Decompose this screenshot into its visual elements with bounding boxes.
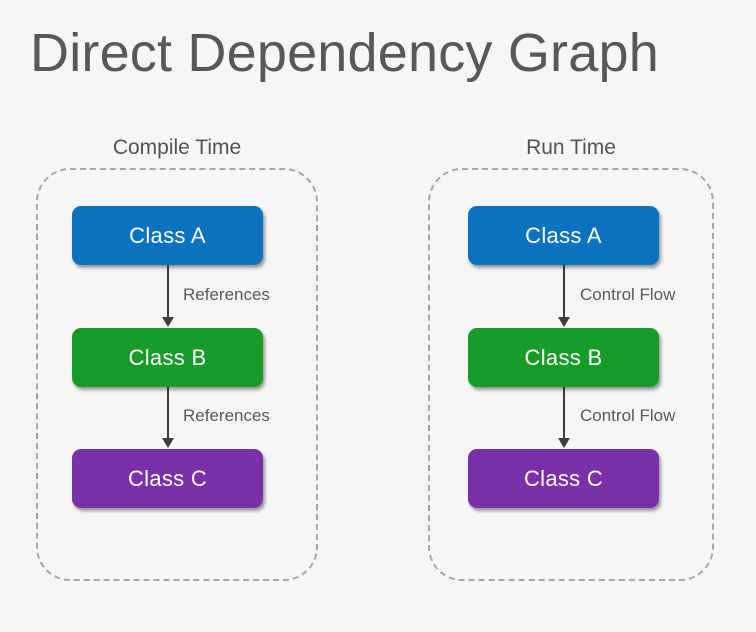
node-class-c-rt[interactable]: Class C bbox=[468, 449, 659, 508]
node-class-b[interactable]: Class B bbox=[72, 328, 263, 387]
edge-label-a-to-b-rt: Control Flow bbox=[580, 285, 676, 304]
edge-label-b-to-c: References bbox=[183, 406, 270, 425]
group-frame-compile-time bbox=[36, 168, 318, 581]
page-title: Direct Dependency Graph bbox=[30, 23, 659, 83]
group-title-run-time: Run Time bbox=[526, 136, 616, 159]
edge-line-a-to-b-rt bbox=[563, 265, 565, 318]
node-class-a-rt[interactable]: Class A bbox=[468, 206, 659, 265]
group-title-compile-time: Compile Time bbox=[112, 136, 242, 159]
group-frame-run-time bbox=[428, 168, 714, 581]
node-class-a[interactable]: Class A bbox=[72, 206, 263, 265]
edge-arrowhead-b-to-c-rt bbox=[558, 438, 570, 448]
edge-line-b-to-c bbox=[167, 387, 169, 439]
edge-arrowhead-a-to-b bbox=[162, 317, 174, 327]
edge-line-a-to-b bbox=[167, 265, 169, 318]
edge-label-b-to-c-rt: Control Flow bbox=[580, 406, 676, 425]
edge-arrowhead-b-to-c bbox=[162, 438, 174, 448]
node-class-b-rt[interactable]: Class B bbox=[468, 328, 659, 387]
edge-arrowhead-a-to-b-rt bbox=[558, 317, 570, 327]
edge-label-a-to-b: References bbox=[183, 285, 270, 304]
node-class-c[interactable]: Class C bbox=[72, 449, 263, 508]
edge-line-b-to-c-rt bbox=[563, 387, 565, 439]
